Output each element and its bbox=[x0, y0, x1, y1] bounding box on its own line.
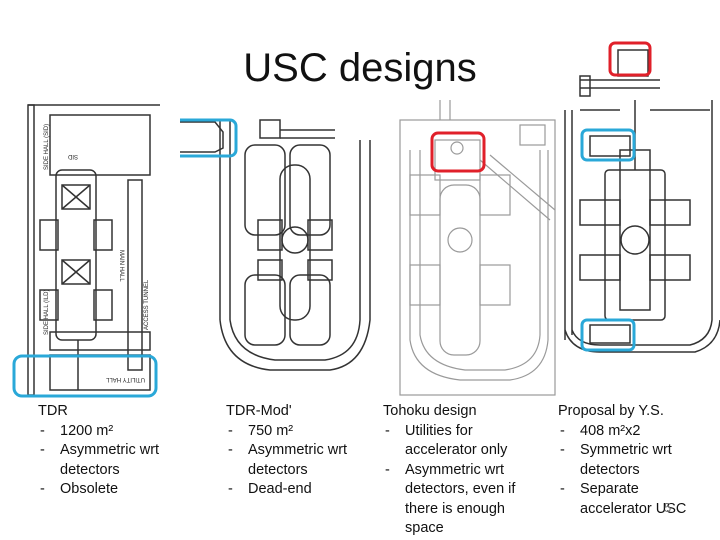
caption-tohoku: Tohoku design Utilities for accelerator … bbox=[383, 402, 543, 539]
caption-tdr-item: Asymmetric wrt detectors bbox=[38, 441, 198, 480]
proposal-red-highlight bbox=[608, 41, 652, 77]
tdr-main-hall-label: MAIN HALL bbox=[118, 250, 124, 282]
proposal-floor-plan bbox=[564, 41, 720, 353]
caption-tdr: TDR 1200 m² Asymmetric wrt detectors Obs… bbox=[38, 402, 198, 500]
caption-proposal: Proposal by Y.S. 408 m²x2 Symmetric wrt … bbox=[558, 402, 708, 519]
tdr-utility-hall-label: UTILITY HALL bbox=[105, 376, 145, 382]
proposal-blue-highlight-top bbox=[580, 128, 636, 162]
tdr-side-hall-top-label: SIDE HALL (SID) bbox=[44, 124, 50, 170]
drawing-tdr: SIDE HALL (SID) SID MAIN HALL SIDE HALL … bbox=[20, 100, 160, 400]
caption-tdr-mod-item: 750 m² bbox=[226, 422, 374, 442]
caption-tohoku-heading: Tohoku design bbox=[383, 403, 477, 419]
tdr-mod-blue-highlight bbox=[180, 118, 238, 158]
tdr-side-hall-bottom-label: SIDE HALL (ILD) bbox=[44, 290, 50, 335]
caption-proposal-item: Separate accelerator USC bbox=[558, 480, 708, 519]
caption-tdr-mod-item: Dead-end bbox=[226, 480, 374, 500]
tohoku-red-highlight bbox=[430, 131, 486, 173]
caption-tohoku-item: Utilities for accelerator only bbox=[383, 422, 543, 461]
tdr-blue-highlight bbox=[12, 354, 158, 398]
tohoku-floor-plan bbox=[399, 100, 556, 396]
caption-tdr-item: Obsolete bbox=[38, 480, 198, 500]
drawing-tohoku bbox=[380, 100, 560, 400]
caption-tdr-mod-item: Asymmetric wrt detectors bbox=[226, 441, 374, 480]
drawing-proposal bbox=[560, 40, 720, 400]
caption-tdr-mod: TDR-Mod' 750 m² Asymmetric wrt detectors… bbox=[226, 402, 374, 500]
slide-number: 5 bbox=[664, 500, 672, 515]
caption-proposal-item: 408 m²x2 bbox=[558, 422, 708, 442]
caption-proposal-heading: Proposal by Y.S. bbox=[558, 403, 664, 419]
caption-tdr-mod-heading: TDR-Mod' bbox=[226, 403, 292, 419]
proposal-blue-highlight-bottom bbox=[580, 318, 636, 352]
tdr-mod-floor-plan bbox=[180, 118, 371, 371]
caption-tdr-heading: TDR bbox=[38, 403, 68, 419]
caption-proposal-item: Symmetric wrt detectors bbox=[558, 441, 708, 480]
caption-tohoku-item: Asymmetric wrt detectors, even if there … bbox=[383, 461, 543, 539]
drawing-tdr-mod bbox=[180, 100, 380, 400]
slide-title: USC designs bbox=[243, 46, 477, 90]
tdr-floor-plan: SIDE HALL (SID) SID MAIN HALL SIDE HALL … bbox=[27, 104, 160, 396]
tdr-sid-label: SID bbox=[67, 153, 78, 159]
tdr-access-tunnel-label: ACCESS TUNNEL bbox=[144, 279, 150, 330]
caption-tdr-item: 1200 m² bbox=[38, 422, 198, 442]
